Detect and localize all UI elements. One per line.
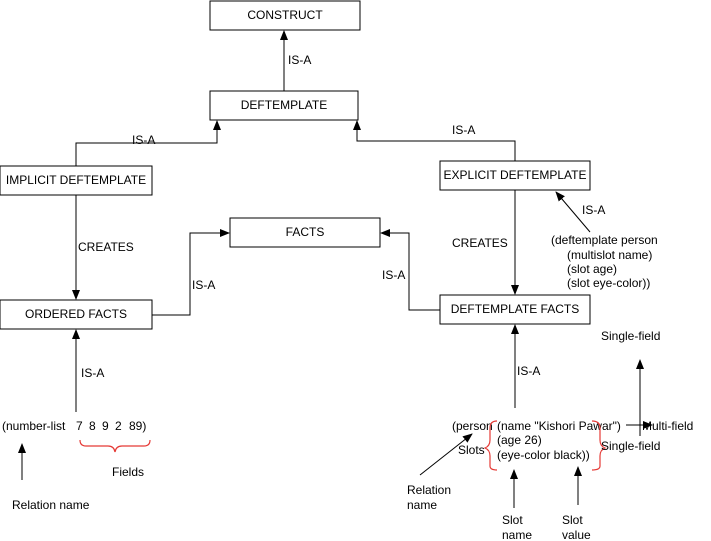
slot-line: (age 26): [497, 433, 542, 447]
slot-value-label: value: [562, 528, 591, 541]
label-isa-definition: IS-A: [582, 203, 605, 217]
node-facts-label: FACTS: [286, 225, 325, 239]
label-isa-template-example: IS-A: [517, 364, 540, 378]
definition-line: (deftemplate person: [551, 233, 658, 247]
slots-brace-left: [483, 420, 498, 471]
slots-label: Slots: [458, 443, 485, 457]
field-value: 7: [76, 419, 83, 433]
relation-name-label-right: Relation: [407, 483, 451, 497]
label-isa-construct: IS-A: [288, 53, 311, 67]
node-implicit-deftemplate: IMPLICIT DEFTEMPLATE: [0, 165, 153, 196]
definition-line: (slot age): [567, 262, 617, 276]
slot-line: (name "Kishori Pawar"): [497, 419, 621, 433]
ordered-fact-example: (number-list 7 8 9 2 89): [2, 419, 146, 433]
node-ordered-facts-label: ORDERED FACTS: [25, 307, 127, 321]
label-isa-ordered: IS-A: [192, 278, 215, 292]
node-facts: FACTS: [229, 217, 381, 248]
edge-explicit-to-deftemplate: [353, 120, 516, 161]
field-value: 2: [115, 419, 122, 433]
slot-line: (eye-color black)): [497, 448, 590, 462]
label-isa-implicit: IS-A: [132, 133, 155, 147]
node-deftemplate-facts: DEFTEMPLATE FACTS: [439, 294, 591, 325]
field-value: 9: [102, 419, 109, 433]
node-construct: CONSTRUCT: [209, 0, 361, 31]
single-field-label-top: Single-field: [601, 329, 660, 343]
template-fact-example: (person (name "Kishori Pawar") (age 26) …: [452, 419, 621, 462]
slot-name-label: name: [502, 528, 532, 541]
edge-deffacts-to-facts: [380, 229, 440, 311]
edge-definition-to-explicit: [555, 191, 591, 233]
template-fact-head: (person: [452, 419, 493, 433]
node-ordered-facts: ORDERED FACTS: [0, 299, 153, 330]
slot-name-label: Slot: [502, 513, 523, 527]
arrow-relation-name-right: [419, 433, 473, 476]
slots-brace-right: [591, 420, 607, 471]
slot-value-label: Slot: [562, 513, 583, 527]
multi-field-label: Multi-field: [642, 419, 693, 433]
label-isa-deffacts: IS-A: [382, 268, 405, 282]
label-creates-implicit: CREATES: [78, 240, 134, 254]
label-creates-explicit: CREATES: [452, 236, 508, 250]
field-value: 89): [129, 419, 146, 433]
node-explicit-deftemplate-label: EXPLICIT DEFTEMPLATE: [444, 168, 587, 182]
node-deftemplate: DEFTEMPLATE: [209, 90, 359, 121]
label-isa-ordered-example: IS-A: [81, 366, 104, 380]
fields-brace: [79, 439, 151, 453]
single-field-label-bottom: Single-field: [601, 439, 660, 453]
node-implicit-deftemplate-label: IMPLICIT DEFTEMPLATE: [6, 173, 146, 187]
relation-name-label-left: Relation name: [12, 498, 90, 512]
fields-label: Fields: [112, 465, 144, 479]
node-deftemplate-facts-label: DEFTEMPLATE FACTS: [451, 302, 579, 316]
node-deftemplate-label: DEFTEMPLATE: [241, 98, 327, 112]
relation-name-label-right: name: [407, 498, 437, 512]
ordered-fact-head: (number-list: [2, 419, 66, 433]
definition-line: (multislot name): [567, 248, 652, 262]
edge-ordered-to-facts: [152, 229, 230, 316]
field-value: 8: [89, 419, 96, 433]
label-isa-explicit: IS-A: [452, 123, 475, 137]
edge-implicit-to-deftemplate: [75, 120, 221, 166]
definition-line: (slot eye-color)): [567, 276, 650, 290]
node-explicit-deftemplate: EXPLICIT DEFTEMPLATE: [439, 160, 591, 191]
deftemplate-definition: (deftemplate person (multislot name) (sl…: [551, 233, 658, 290]
node-construct-label: CONSTRUCT: [247, 8, 323, 22]
